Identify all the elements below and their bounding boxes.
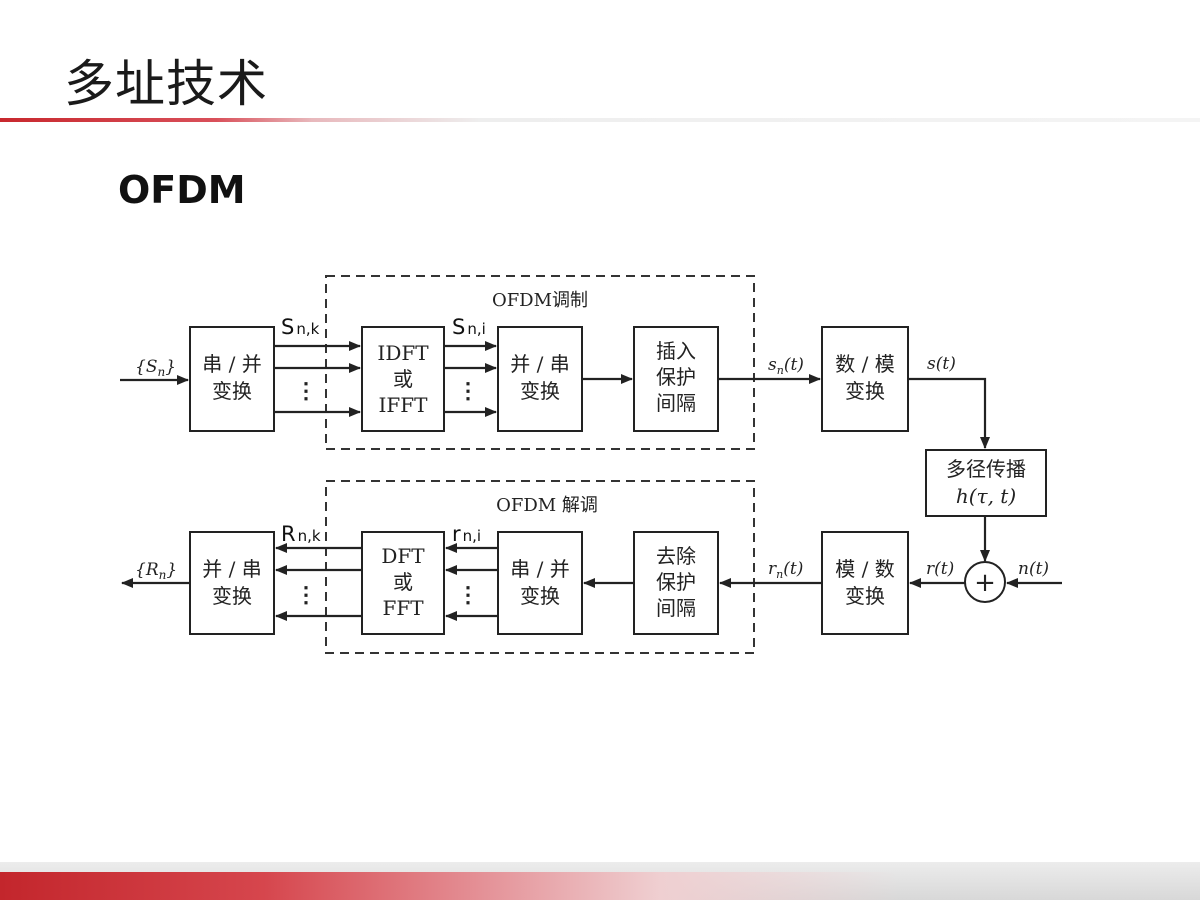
section-heading: OFDM — [118, 168, 246, 212]
idft-block — [361, 326, 445, 432]
guard-ins-line1: 插入 — [656, 339, 696, 363]
output-symbols-label: {Rn} — [135, 560, 177, 582]
input-symbols-label: {Sn} — [135, 357, 176, 379]
guard-ins-line3: 间隔 — [656, 391, 696, 415]
sp-rx-line2: 变换 — [520, 584, 560, 608]
guard-rem-line2: 保护 — [656, 570, 696, 594]
parallel-to-serial-rx-block — [189, 531, 275, 635]
adder-plus-icon: + — [974, 568, 996, 598]
ofdm-demodulation-group — [325, 480, 755, 654]
channel-line1: 多径传播 — [946, 457, 1026, 481]
guard-rem-line3: 间隔 — [656, 596, 696, 620]
ofdm-demodulation-label: OFDM 解调 — [496, 495, 598, 516]
ps-tx-line2: 变换 — [520, 379, 560, 403]
adc-line2: 变换 — [845, 584, 885, 608]
r-t-label: r(t) — [926, 559, 954, 579]
ellipsis-rx-1: ⋮ — [295, 582, 317, 608]
dft-line1: DFT — [381, 544, 425, 568]
sp-tx-line1: 串 / 并 — [202, 352, 261, 376]
dac-line1: 数 / 模 — [835, 352, 894, 376]
ellipsis-rx-2: ⋮ — [457, 582, 479, 608]
ofdm-modulation-label: OFDM调制 — [492, 290, 588, 311]
multipath-channel-block — [925, 449, 1047, 517]
guard-rem-line1: 去除 — [656, 544, 696, 568]
ellipsis-tx-1: ⋮ — [295, 378, 317, 404]
s-t-label: s(t) — [927, 354, 956, 374]
dac-to-channel-arrow — [908, 377, 990, 449]
channel-line2: h(τ, t) — [956, 484, 1016, 508]
sn-t-label: sn(t) — [768, 355, 804, 377]
ps-tx-line1: 并 / 串 — [510, 352, 569, 376]
dac-line2: 变换 — [845, 379, 885, 403]
ofdm-modulation-group — [325, 275, 755, 450]
adc-line1: 模 / 数 — [835, 557, 894, 581]
dft-line2: 或 — [393, 570, 413, 594]
rn-t-label: rn(t) — [768, 559, 803, 581]
sp-tx-line2: 变换 — [212, 379, 252, 403]
ps-rx-line2: 变换 — [212, 584, 252, 608]
adc-block — [821, 531, 909, 635]
serial-to-parallel-rx-block — [497, 531, 583, 635]
title-divider — [0, 118, 1200, 122]
idft-line2: 或 — [393, 367, 413, 391]
guard-ins-line2: 保护 — [656, 365, 696, 389]
parallel-to-serial-tx-block — [497, 326, 583, 432]
idft-line3: IFFT — [379, 393, 429, 417]
ellipsis-tx-2: ⋮ — [457, 378, 479, 404]
footer-accent-stripe — [0, 872, 1200, 900]
sp-rx-line1: 串 / 并 — [510, 557, 569, 581]
n-t-label: n(t) — [1018, 559, 1049, 579]
serial-to-parallel-tx-block — [189, 326, 275, 432]
dft-line3: FFT — [382, 596, 424, 620]
slide-title: 多址技术 — [64, 55, 268, 113]
dft-block — [361, 531, 445, 635]
ps-rx-line1: 并 / 串 — [202, 557, 261, 581]
guard-remove-block — [633, 531, 719, 635]
idft-line1: IDFT — [377, 341, 429, 365]
